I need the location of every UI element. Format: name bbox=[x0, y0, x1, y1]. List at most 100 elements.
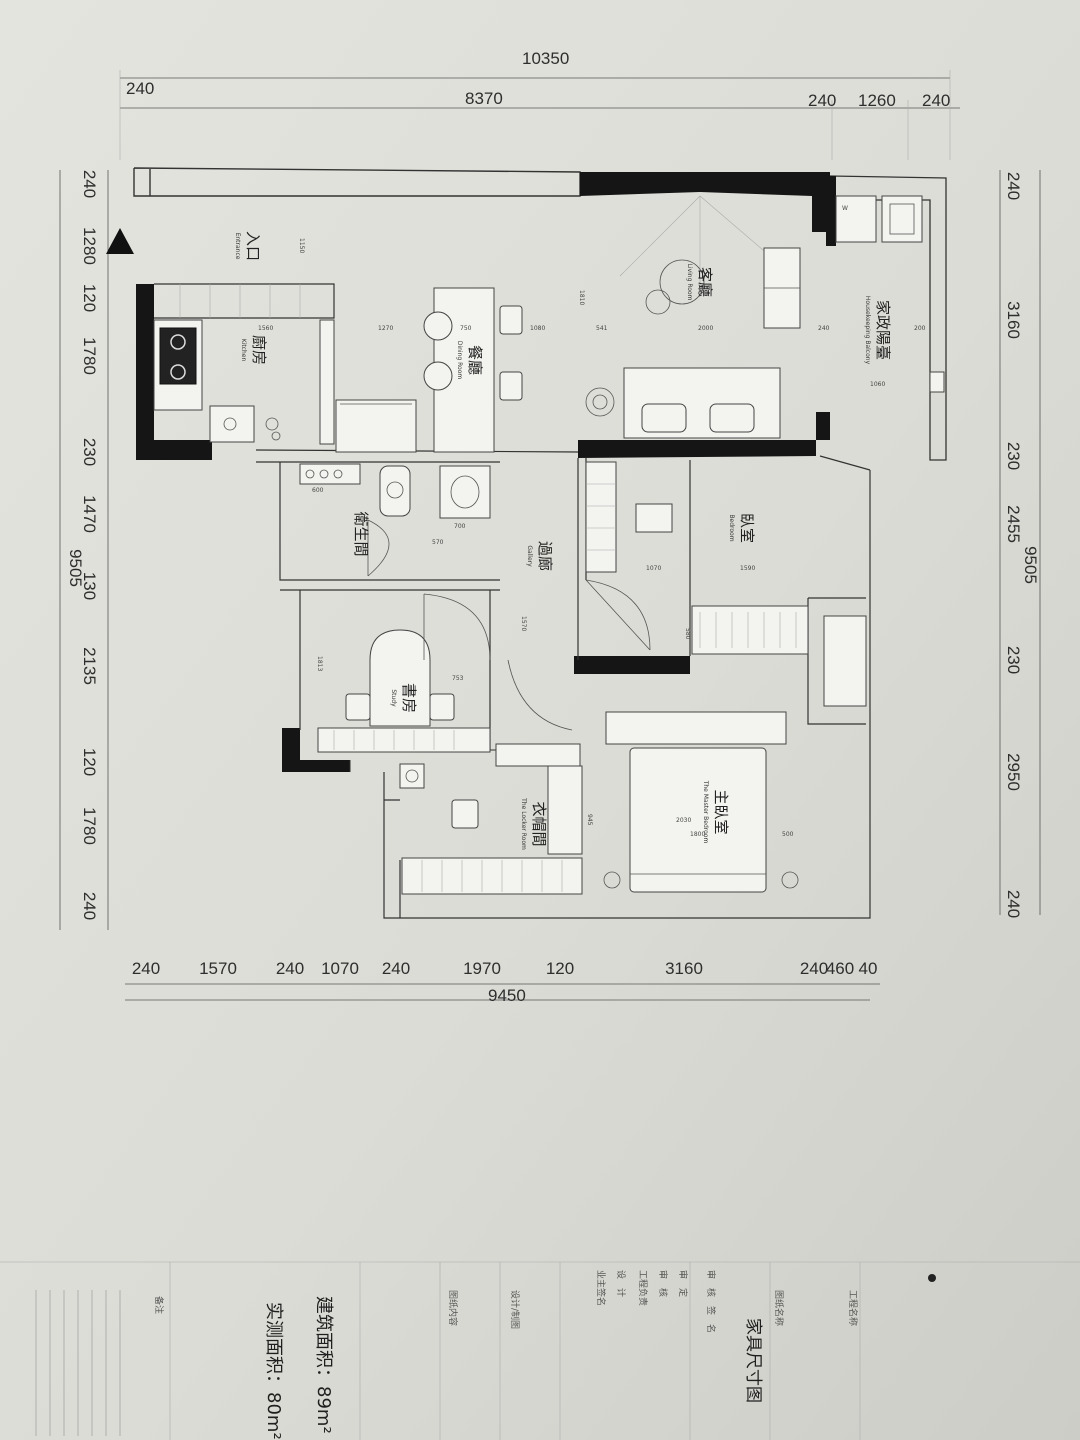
dim-right-0: 240 bbox=[1004, 172, 1023, 200]
notes-label: 备注 bbox=[153, 1296, 165, 1314]
master-label: 主臥室 bbox=[712, 789, 730, 834]
dim-left-total: 9505 bbox=[66, 549, 85, 587]
svg-text:2000: 2000 bbox=[698, 325, 713, 332]
left-dimension-lines bbox=[59, 170, 109, 930]
dim-bottom-6: 120 bbox=[546, 959, 574, 978]
kitchen-label-en: Kitchen bbox=[240, 339, 247, 362]
entrance-arrow-icon bbox=[106, 228, 134, 254]
svg-text:1070: 1070 bbox=[646, 565, 661, 572]
right-dimension-lines bbox=[999, 170, 1041, 915]
stove-icon bbox=[159, 327, 197, 385]
title-block-row-3: 工程负责 bbox=[637, 1270, 649, 1306]
svg-text:1570: 1570 bbox=[520, 616, 527, 631]
dim-right-5: 2950 bbox=[1004, 753, 1023, 791]
dim-left-10: 240 bbox=[80, 892, 99, 920]
locker-label: 衣帽間 bbox=[530, 801, 548, 846]
svg-text:700: 700 bbox=[454, 523, 466, 530]
locker-room bbox=[399, 743, 583, 895]
dim-bottom-10: 40 bbox=[859, 959, 878, 978]
dim-bottom-8: 240 bbox=[800, 959, 828, 978]
bathroom bbox=[299, 463, 491, 577]
dim-left-5: 1470 bbox=[80, 495, 99, 533]
svg-text:541: 541 bbox=[596, 325, 608, 332]
svg-text:1060: 1060 bbox=[870, 381, 885, 388]
dim-bottom-5: 1970 bbox=[463, 959, 501, 978]
balcony-label: 家政陽臺 bbox=[874, 300, 892, 360]
balcony-label-en: Housekeeping Balcony bbox=[864, 296, 871, 365]
master-label-en: The Master Bedroom bbox=[702, 780, 709, 844]
top-dimension-lines bbox=[119, 70, 960, 160]
title-block-row-5: 业主签名 bbox=[595, 1270, 607, 1306]
svg-text:1270: 1270 bbox=[378, 325, 393, 332]
dim-bottom-0: 240 bbox=[132, 959, 160, 978]
outer-walls bbox=[133, 167, 947, 919]
measured-area: 实测面积：80m² bbox=[263, 1302, 284, 1440]
bathroom-label: 衛生間 bbox=[352, 511, 370, 556]
title-block-row-0: 审 核 签 名 bbox=[705, 1270, 717, 1333]
dim-top-right-2: 1260 bbox=[858, 91, 896, 110]
content-label: 图纸内容 bbox=[447, 1290, 459, 1326]
dim-left-8: 120 bbox=[80, 748, 99, 776]
dim-left-1: 1280 bbox=[80, 227, 99, 265]
living-room bbox=[585, 195, 801, 439]
dim-left-7: 2135 bbox=[80, 647, 99, 685]
bedroom-label: 臥室 bbox=[738, 513, 756, 543]
svg-text:600: 600 bbox=[312, 487, 324, 494]
design-label: 设计/制图 bbox=[509, 1290, 521, 1329]
gallery-label: 過廊 bbox=[536, 541, 554, 571]
title-block-lines bbox=[0, 1261, 1080, 1440]
svg-text:570: 570 bbox=[432, 539, 444, 546]
svg-text:W: W bbox=[842, 205, 848, 212]
svg-text:753: 753 bbox=[452, 675, 464, 682]
svg-text:1810: 1810 bbox=[578, 290, 585, 305]
dim-top-right-1: 240 bbox=[808, 91, 836, 110]
svg-text:1590: 1590 bbox=[740, 565, 755, 572]
balcony: W bbox=[835, 195, 945, 393]
kitchen bbox=[153, 319, 335, 445]
svg-text:1800: 1800 bbox=[690, 831, 705, 838]
dot-mark bbox=[928, 1274, 936, 1282]
bottom-dimension-lines bbox=[125, 983, 880, 1001]
dim-bottom-7: 3160 bbox=[665, 959, 703, 978]
dim-right-3: 2455 bbox=[1004, 505, 1023, 543]
dim-top-left-wall: 240 bbox=[126, 79, 154, 98]
svg-text:580: 580 bbox=[684, 628, 691, 640]
bedroom-label-en: Bedroom bbox=[728, 514, 735, 541]
dim-top-right-3: 240 bbox=[922, 91, 950, 110]
svg-text:1080: 1080 bbox=[530, 325, 545, 332]
inner-dimension-labels: 1150 1560 1270 750 1080 541 2000 240 200… bbox=[258, 238, 926, 838]
living-label-en: Living Room bbox=[686, 264, 693, 301]
dim-right-6: 240 bbox=[1004, 890, 1023, 918]
notes-texture bbox=[35, 1290, 121, 1436]
dining-label: 餐廳 bbox=[466, 345, 484, 375]
svg-text:945: 945 bbox=[586, 814, 593, 826]
dim-bottom-total: 9450 bbox=[488, 986, 526, 1005]
dim-bottom-1: 1570 bbox=[199, 959, 237, 978]
building-area: 建筑面积：89m² bbox=[313, 1296, 334, 1434]
title-block-row-2: 审 核 bbox=[657, 1270, 669, 1297]
svg-text:200: 200 bbox=[914, 325, 926, 332]
locker-label-en: The Locker Room bbox=[520, 797, 527, 850]
dim-left-4: 230 bbox=[80, 438, 99, 466]
project-name-label: 工程名称 bbox=[847, 1290, 859, 1326]
dim-bottom-2: 240 bbox=[276, 959, 304, 978]
dim-left-0: 240 bbox=[80, 170, 99, 198]
study-label: 書房 bbox=[400, 683, 418, 713]
dining-area bbox=[335, 287, 523, 453]
dim-left-3: 1780 bbox=[80, 337, 99, 375]
svg-text:500: 500 bbox=[782, 831, 794, 838]
dim-left-6: 130 bbox=[80, 572, 99, 600]
study-label-en: Study bbox=[390, 689, 397, 707]
dim-bottom-4: 240 bbox=[382, 959, 410, 978]
title-block-row-1: 审 定 bbox=[677, 1270, 689, 1297]
kitchen-label: 廚房 bbox=[250, 335, 268, 365]
svg-text:1560: 1560 bbox=[258, 325, 273, 332]
entrance-label-en: Entrance bbox=[234, 233, 241, 260]
dim-left-2: 120 bbox=[80, 284, 99, 312]
drawing-name-label: 图纸名称 bbox=[773, 1290, 785, 1326]
gallery bbox=[507, 461, 651, 731]
